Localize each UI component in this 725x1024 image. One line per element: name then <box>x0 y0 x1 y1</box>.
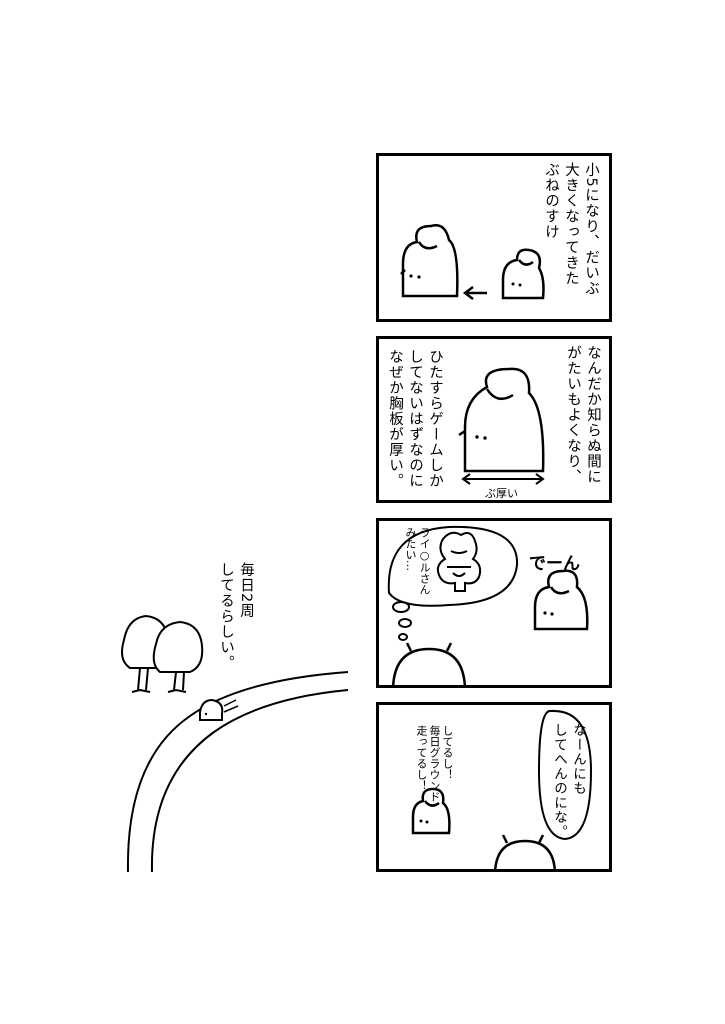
panel-2-narration-left: ひたすらゲームしか してないはずなのに なぜか胸板が厚い。 <box>387 349 443 489</box>
running-track <box>126 671 349 873</box>
broad-character <box>458 367 545 473</box>
panel-1-narration: 小5になり、だいぶ 大きくなってきた ぶねのすけ <box>543 162 599 297</box>
small-character <box>411 787 451 835</box>
panel-3-art <box>387 525 589 685</box>
tree-2 <box>152 620 204 693</box>
small-character <box>501 248 545 300</box>
left-arrow-icon <box>462 286 487 300</box>
muscular-figure <box>436 531 482 592</box>
running-character <box>199 698 224 721</box>
panel-4-art <box>411 709 593 869</box>
outside-caption: 毎日2周 してるらしい。 <box>218 562 254 671</box>
thought-dot-3 <box>398 633 408 641</box>
thought-dot-2 <box>398 618 412 628</box>
big-character <box>400 224 459 298</box>
thickness-label: ぶ厚い <box>485 487 518 500</box>
panel-2-narration-right: なんだか知らぬ間に がたいもよくなり、 <box>565 345 601 485</box>
speech-bubble <box>537 709 593 841</box>
brother-head <box>494 834 556 869</box>
panel-2-art <box>458 367 545 485</box>
thought-text: ライ○ルさん みたい… <box>404 527 431 595</box>
panel-1: 小5になり、だいぶ 大きくなってきた ぶねのすけ <box>376 153 612 322</box>
panel-3: ライ○ルさん みたい… でーん <box>376 518 612 688</box>
panel-1-art <box>400 224 545 300</box>
thought-dot-1 <box>392 601 410 613</box>
panel-4: なーんにも してへんのにな。 してるし！ 毎日グラウンド 走ってるし！ <box>376 702 612 872</box>
double-arrow-icon <box>461 473 545 485</box>
speed-lines <box>223 699 239 713</box>
panel-2: なんだか知らぬ間に がたいもよくなり、 ひたすらゲームしか してないはずなのに … <box>376 336 612 503</box>
speech-text: なーんにも してへんのにな。 <box>551 723 586 839</box>
sfx-den: でーん <box>529 554 580 574</box>
outside-art <box>121 614 349 873</box>
proud-character <box>533 569 589 631</box>
retort-text: してるし！ 毎日グラウンド 走ってるし！ <box>415 725 454 802</box>
brother-head <box>392 642 466 685</box>
